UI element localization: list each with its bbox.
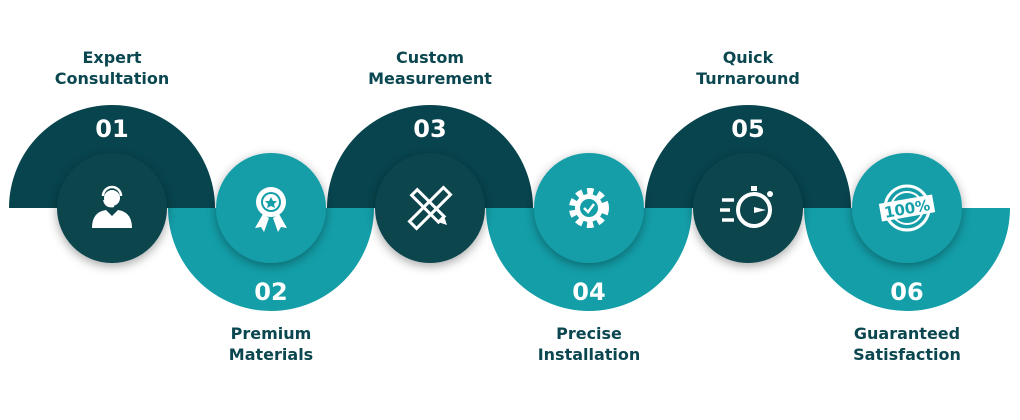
icon-circle (693, 153, 803, 263)
stopwatch-icon (720, 186, 773, 228)
step-title-line2: Turnaround (696, 69, 800, 88)
step-title-line1: Precise (556, 324, 622, 343)
icon-circle (57, 153, 167, 263)
step-title-line1: Expert (82, 48, 142, 67)
step-title-line2: Measurement (368, 69, 492, 88)
step-title-line2: Installation (537, 345, 641, 364)
step-title-line2: Satisfaction (853, 345, 961, 364)
step-title-line2: Materials (228, 345, 314, 364)
step-number: 05 (731, 115, 764, 143)
step-title-line2: Consultation (54, 69, 170, 88)
step-title-line1: Premium (230, 324, 312, 343)
step-number: 02 (254, 278, 287, 306)
step-number: 04 (572, 278, 605, 306)
icon-circle (375, 153, 485, 263)
step-title-line1: Quick (722, 48, 774, 67)
step-title-line1: Guaranteed (853, 324, 961, 343)
consultant-headset-icon (92, 185, 132, 228)
award-badge-icon (255, 187, 287, 232)
step-number: 06 (890, 278, 923, 306)
step-number: 03 (413, 115, 446, 143)
step-title-line1: Custom (396, 48, 464, 67)
step-number: 01 (95, 115, 128, 143)
gear-check-icon (569, 188, 609, 228)
